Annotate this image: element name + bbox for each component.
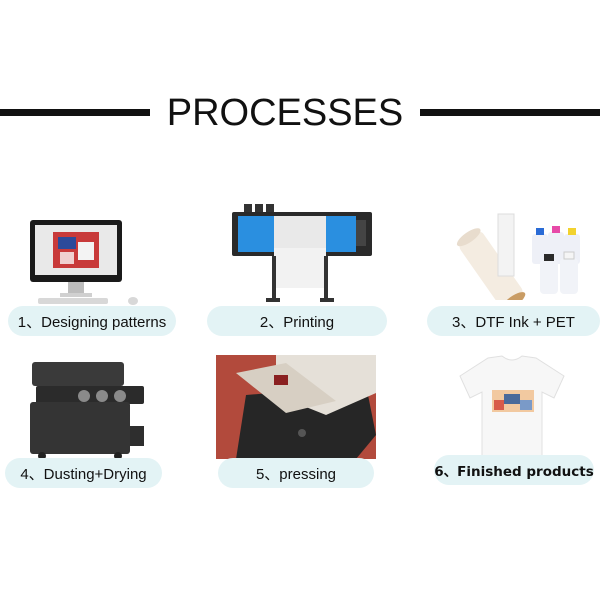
dtf-printer-icon: [232, 204, 372, 302]
page-title: PROCESSES: [166, 92, 404, 134]
header-rule-left: [0, 109, 150, 116]
step-4-image: [22, 356, 150, 462]
step-4-label: 4、Dusting+Drying: [5, 458, 162, 488]
step-3-image: [452, 210, 592, 311]
computer-monitor-icon: [30, 220, 138, 305]
powder-shaker-dryer-icon: [30, 362, 144, 460]
step-5-label: 5、pressing: [218, 458, 374, 488]
step-6-label: 6、Finished products: [434, 455, 594, 485]
step-5-image: [216, 355, 376, 459]
header-rule-right: [420, 109, 600, 116]
step-1-label: 1、Designing patterns: [8, 306, 176, 336]
step-2-label: 2、Printing: [207, 306, 387, 336]
step-6-image: [458, 354, 566, 458]
heat-press-icon: [216, 355, 376, 459]
printed-tshirt-icon: [459, 355, 565, 457]
step-2-image: [228, 198, 376, 306]
pet-film-and-ink-bottles-icon: [456, 213, 580, 311]
step-3-label: 3、DTF Ink + PET: [427, 306, 600, 336]
step-1-image: [28, 218, 168, 308]
